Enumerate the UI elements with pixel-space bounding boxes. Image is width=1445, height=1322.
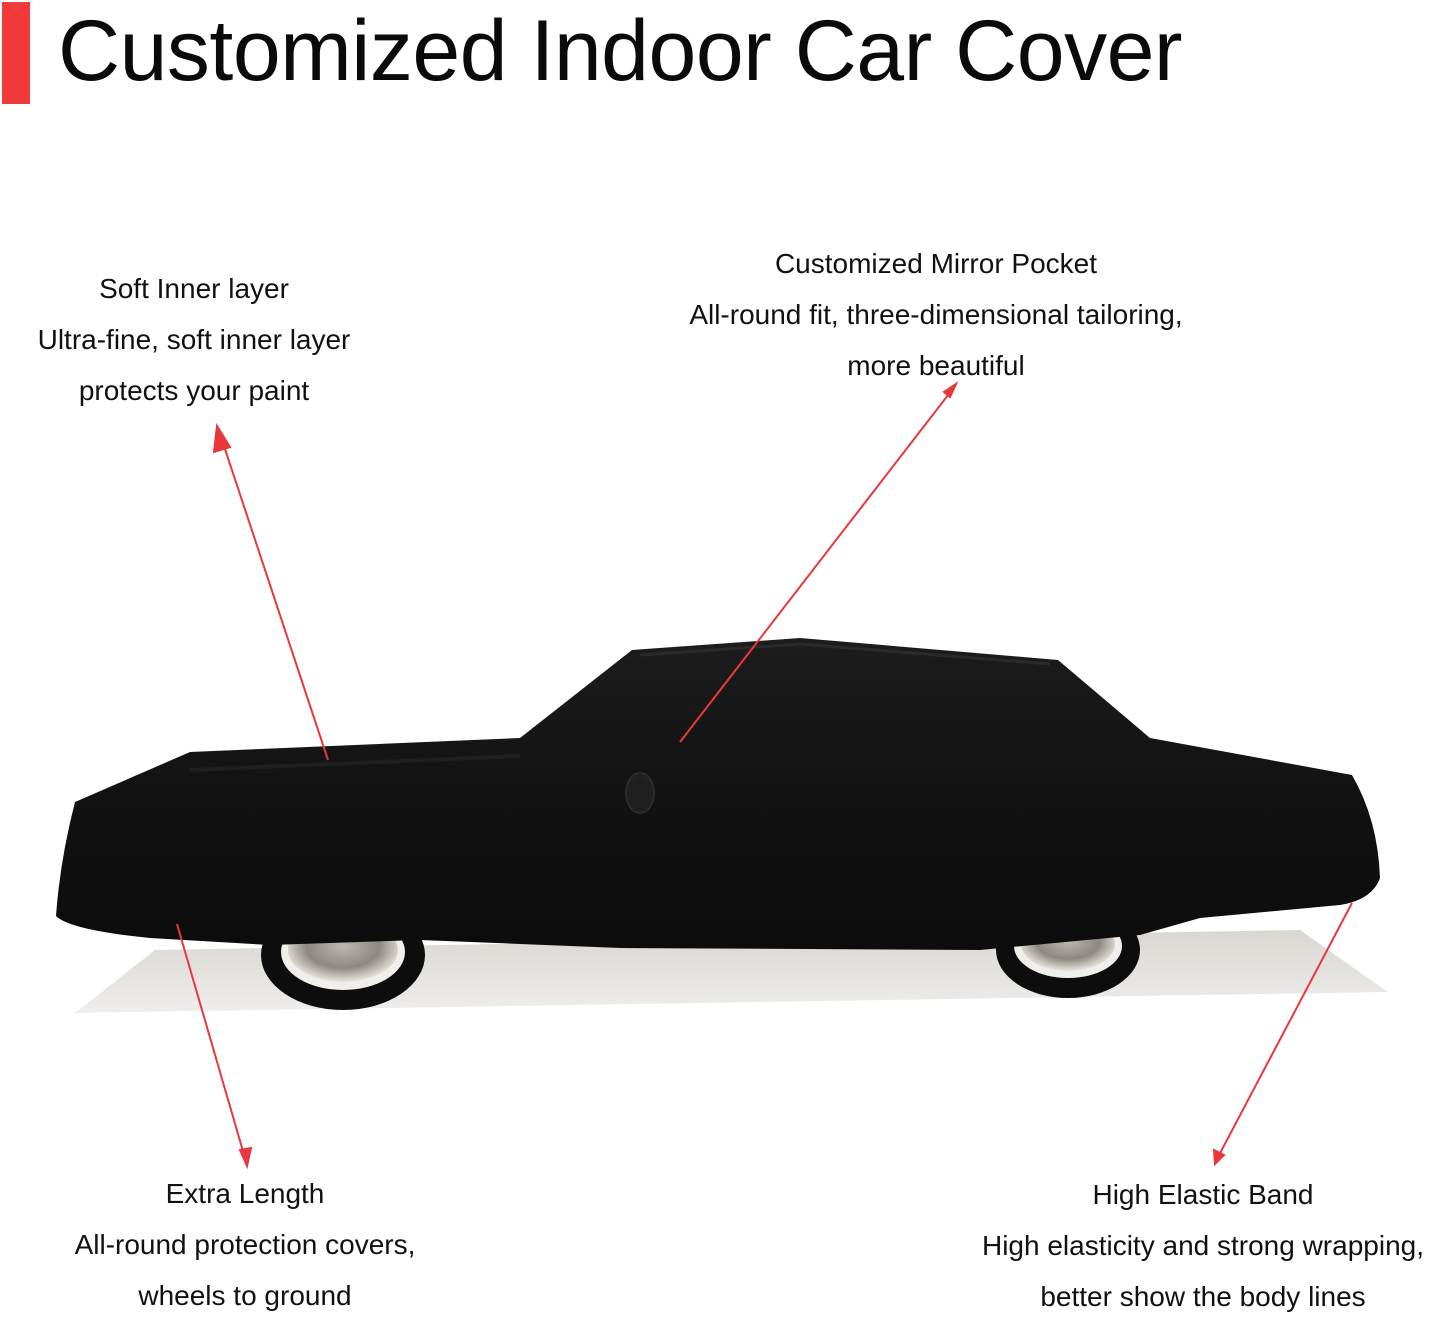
callout-heading: Customized Mirror Pocket — [774, 248, 1098, 279]
title-accent-bar — [2, 2, 30, 104]
mirror-pocket-bulge — [625, 772, 655, 814]
callout-line: All-round fit, three-dimensional tailori… — [689, 299, 1183, 330]
page-title: Customized Indoor Car Cover — [58, 3, 1183, 99]
callout-high-elastic-band: High Elastic Band High elasticity and st… — [960, 1169, 1445, 1322]
arrow-high-elastic-band — [1217, 902, 1353, 1158]
callout-extra-length: Extra Length All-round protection covers… — [55, 1168, 435, 1321]
callout-line: more beautiful — [847, 350, 1025, 381]
callout-line: High elasticity and strong wrapping, — [981, 1230, 1424, 1261]
arrow-extra-length — [176, 923, 246, 1159]
callout-soft-inner-layer: Soft Inner layer Ultra-fine, soft inner … — [24, 263, 364, 416]
callout-heading: Soft Inner layer — [99, 273, 289, 304]
callout-line: protects your paint — [78, 375, 310, 406]
car-cover-body — [56, 638, 1380, 950]
callout-line: better show the body lines — [1040, 1281, 1366, 1312]
callout-heading: High Elastic Band — [1092, 1179, 1314, 1210]
callout-mirror-pocket: Customized Mirror Pocket All-round fit, … — [660, 238, 1212, 391]
arrow-soft-inner-layer — [221, 439, 329, 761]
callout-line: Ultra-fine, soft inner layer — [37, 324, 351, 355]
callout-line: All-round protection covers, — [74, 1229, 416, 1260]
arrow-mirror-pocket — [679, 389, 953, 743]
callout-heading: Extra Length — [165, 1178, 325, 1209]
callout-line: wheels to ground — [138, 1280, 352, 1311]
